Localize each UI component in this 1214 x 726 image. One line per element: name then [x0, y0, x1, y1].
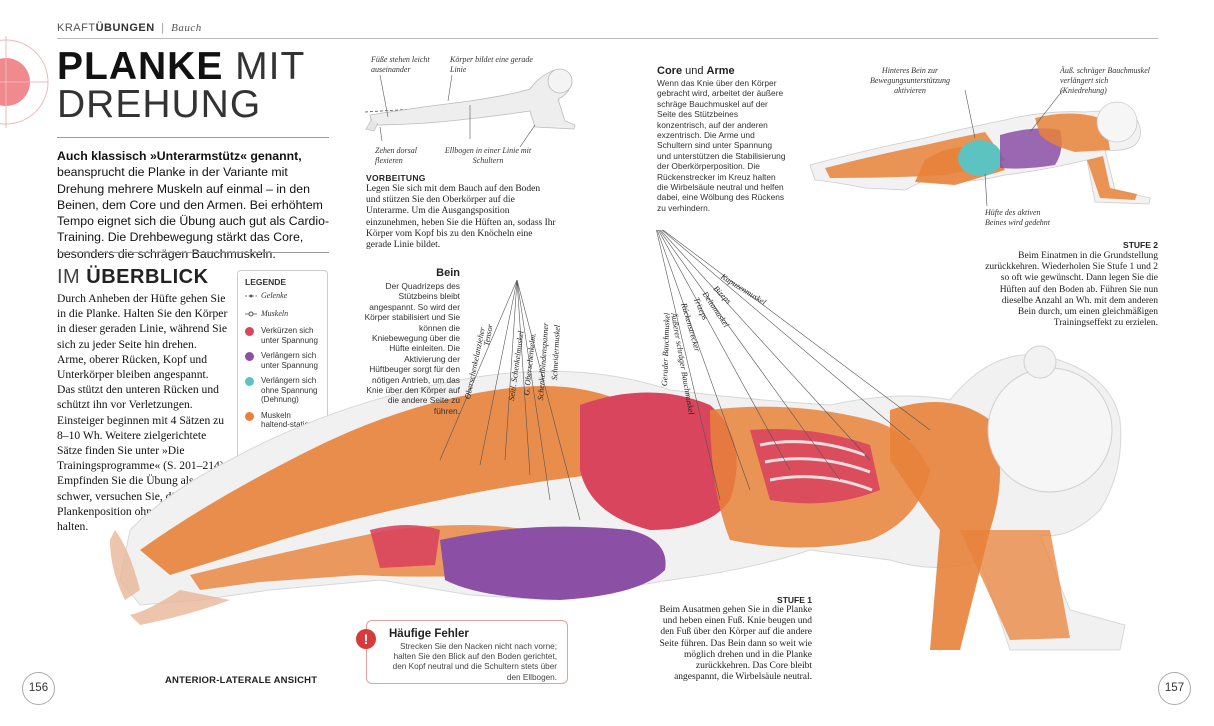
intro-text: beansprucht die Planke in der Variante m…	[57, 165, 330, 261]
decorative-target-graphic	[0, 36, 49, 128]
header-separator: |	[161, 22, 165, 34]
label-toes: Zehen dorsal flexieren	[375, 146, 417, 165]
leg-text: Der Quadrizeps des Stützbeins bleibt ang…	[364, 281, 460, 416]
page-title: PLANKE MIT DREHUNG	[57, 45, 306, 126]
title-rule	[57, 137, 329, 138]
title-bold: PLANKE	[57, 45, 224, 88]
prep-text: Legen Sie sich mit dem Bauch auf den Bod…	[366, 184, 556, 251]
legend-item-label: Verkürzen sich unter Spannung	[261, 326, 318, 345]
stage1-heading: STUFE 1	[777, 595, 812, 605]
warning-icon: !	[356, 629, 376, 649]
header-rule	[57, 38, 1158, 39]
orange-dot-icon	[245, 411, 254, 421]
section-light: KRAFT	[57, 22, 96, 34]
core-heading-core: Core	[657, 65, 683, 77]
red-dot-icon	[245, 327, 254, 336]
legend-joints: Gelenke	[245, 291, 320, 303]
stage2-text: Beim Einatmen in die Grundstellung zurüc…	[985, 251, 1158, 329]
legend-muscles-label: Muskeln	[261, 308, 289, 318]
leg-heading: Bein	[436, 267, 460, 279]
core-heading: Core und Arme	[657, 65, 735, 77]
stage1-text: Beim Ausatmen gehen Sie in die Planke un…	[659, 605, 812, 683]
prep-plank-figure	[364, 68, 576, 148]
section-bold: ÜBUNGEN	[95, 22, 155, 34]
legend-item-label: Verlängern sich ohne Spannung (Dehnung)	[261, 376, 318, 404]
label-back-leg: Hinteres Bein zur Bewegungsunterstützung…	[870, 66, 950, 95]
legend-item-label: Muskeln haltend-statisch	[261, 410, 318, 430]
subsection: Bauch	[171, 22, 202, 34]
title-light: MIT	[223, 45, 306, 88]
overview-heading-bold: ÜBERBLICK	[86, 266, 209, 288]
intro-bold: Auch klassisch »Unterarmstütz« genannt,	[57, 149, 302, 163]
muscle-line-icon	[245, 310, 257, 321]
label-elbows: Ellbogen in einer Linie mit Schultern	[444, 146, 532, 165]
intro-paragraph: Auch klassisch »Unterarmstütz« genannt, …	[57, 148, 332, 262]
core-heading-arms: Arme	[706, 65, 735, 77]
intro-rule	[57, 252, 329, 253]
view-label: ANTERIOR-LATERALE ANSICHT	[165, 675, 318, 686]
core-heading-and: und	[682, 65, 707, 77]
page-number-right: 157	[1158, 672, 1191, 705]
page-number-left: 156	[22, 672, 55, 705]
legend-item-stretch: Verlängern sich ohne Spannung (Dehnung)	[245, 376, 320, 405]
legend-title: LEGENDE	[245, 277, 287, 287]
label-feet: Füße stehen leicht auseinander	[371, 55, 430, 74]
common-mistakes-heading: Häufige Fehler	[389, 628, 469, 640]
legend-muscles: Muskeln	[245, 309, 320, 321]
legend-box: LEGENDE Gelenke Muskeln Verkürzen sich u…	[237, 270, 328, 470]
overview-heading-light: IM	[57, 266, 87, 288]
main-anatomy-figure	[110, 230, 1126, 651]
core-text: Wenn das Knie über den Körper gebracht w…	[657, 78, 786, 213]
teal-dot-icon	[245, 377, 254, 386]
label-body-line: Körper bildet eine gerade Linie	[450, 55, 533, 74]
legend-item-static: Muskeln haltend-statisch	[245, 411, 320, 430]
stage2-heading: STUFE 2	[1123, 240, 1158, 250]
label-hip-stretch: Hüfte des aktiven Beines wird gedehnt	[985, 208, 1051, 227]
stage2-plank-figure	[809, 90, 1151, 207]
overview-heading: IM ÜBERBLICK	[57, 266, 209, 289]
joint-line-icon	[245, 292, 257, 303]
legend-item-label: Verlängern sich unter Spannung	[261, 351, 318, 370]
running-header: KRAFTÜBUNGEN | Bauch	[57, 22, 202, 34]
legend-item-lengthen: Verlängern sich unter Spannung	[245, 351, 320, 370]
legend-item-shorten: Verkürzen sich unter Spannung	[245, 326, 320, 345]
purple-dot-icon	[245, 352, 254, 361]
title-line2: DREHUNG	[57, 83, 262, 126]
common-mistakes-box: Häufige Fehler Strecken Sie den Nacken n…	[366, 620, 568, 684]
prep-heading: VORBEITUNG	[366, 173, 426, 183]
label-oblique-stretch: Äuß. schräger Bauchmuskel verlängert sic…	[1060, 66, 1150, 95]
legend-joints-label: Gelenke	[261, 291, 288, 300]
common-mistakes-text: Strecken Sie den Nacken nicht nach vorne…	[392, 642, 557, 682]
